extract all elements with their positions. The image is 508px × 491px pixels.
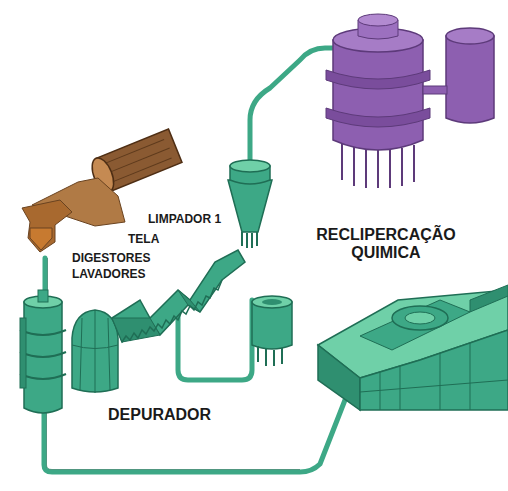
part-label: DIGESTORES [72, 252, 150, 266]
part-label: LIMPADOR 1 [148, 213, 221, 227]
washer-unit [72, 310, 118, 393]
part-label: RECLIPERCAÇÃO QUIMICA [300, 226, 472, 263]
recovery-tanks [326, 14, 494, 188]
wood-chips [22, 178, 125, 252]
digester-tank [20, 290, 66, 413]
cleaner-cone [228, 160, 272, 248]
part-label: TELA [128, 233, 159, 247]
depurator-tank [252, 296, 292, 366]
pipe-outline [47, 258, 301, 470]
part-label: DEPURADOR [108, 406, 211, 424]
part-label: LAVADORES [72, 268, 146, 282]
paper-machine [318, 285, 508, 410]
